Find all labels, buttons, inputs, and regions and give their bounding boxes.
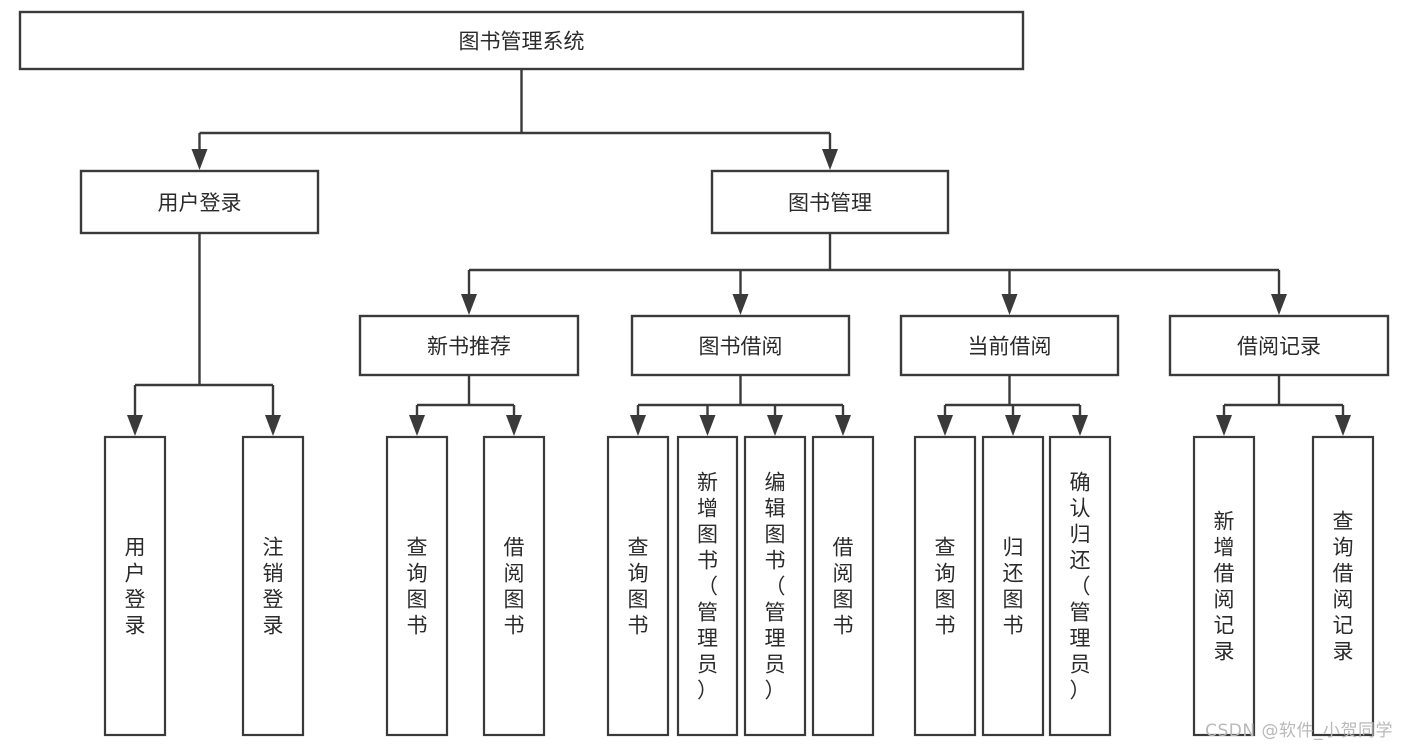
node-box[interactable] — [1311, 435, 1375, 737]
node-box[interactable] — [606, 435, 670, 737]
node-box[interactable] — [385, 435, 449, 737]
node-leaf-borrow-book-recommend[interactable]: 借阅图书 — [482, 435, 546, 737]
node-book-borrow[interactable]: 图书借阅 — [630, 314, 851, 377]
arrow-head-icon — [732, 294, 749, 315]
connector-group-book-borrow — [630, 375, 851, 436]
connector-group-book-manage — [461, 233, 1287, 315]
node-box[interactable] — [981, 435, 1045, 737]
node-box[interactable] — [1192, 435, 1256, 737]
node-label: 图书借阅 — [699, 335, 783, 359]
node-label: 查询图书 — [407, 535, 428, 637]
node-box[interactable] — [676, 435, 739, 737]
node-leaf-query-borrow-record[interactable]: 查询借阅记录 — [1311, 435, 1375, 737]
arrow-head-icon — [1072, 415, 1088, 436]
node-new-book-recommend[interactable]: 新书推荐 — [358, 314, 580, 377]
arrow-head-icon — [265, 415, 281, 436]
arrow-head-icon — [822, 149, 838, 170]
node-box[interactable] — [899, 314, 1120, 377]
node-box[interactable] — [913, 435, 977, 737]
node-leaf-query-book-current[interactable]: 查询图书 — [913, 435, 977, 737]
node-label: 新书推荐 — [427, 335, 511, 359]
node-box[interactable] — [630, 314, 851, 377]
node-label: 借阅记录 — [1237, 335, 1321, 359]
node-label: 新增借阅记录 — [1214, 509, 1235, 663]
node-box[interactable] — [358, 314, 580, 377]
node-label: 注销登录 — [263, 535, 284, 637]
node-label: 确认归还（管理员） — [1070, 470, 1091, 702]
arrow-head-icon — [461, 294, 477, 315]
node-book-manage[interactable]: 图书管理 — [710, 169, 950, 235]
arrow-head-icon — [506, 415, 522, 436]
node-leaf-borrow-book[interactable]: 借阅图书 — [811, 435, 875, 737]
node-label: 图书管理系统 — [459, 30, 585, 54]
arrow-head-icon — [1335, 415, 1351, 436]
node-label: 借阅图书 — [504, 535, 525, 637]
arrow-head-icon — [767, 415, 783, 436]
node-label: 用户登录 — [158, 191, 242, 215]
node-leaf-user-login[interactable]: 用户登录 — [103, 435, 167, 737]
node-user-login[interactable]: 用户登录 — [79, 169, 320, 235]
connector-group-user-login — [127, 233, 281, 436]
arrow-head-icon — [1005, 415, 1021, 436]
connector-layer — [127, 69, 1351, 436]
arrow-head-icon — [1271, 294, 1287, 315]
arrow-head-icon — [937, 415, 953, 436]
node-label: 借阅图书 — [833, 535, 854, 637]
node-box[interactable] — [241, 435, 305, 737]
node-box[interactable] — [811, 435, 875, 737]
arrow-head-icon — [630, 415, 646, 436]
node-box[interactable] — [79, 169, 320, 235]
node-leaf-add-book-admin[interactable]: 新增图书（管理员） — [676, 435, 739, 737]
node-label: 当前借阅 — [968, 335, 1052, 359]
node-label: 查询图书 — [628, 535, 649, 637]
node-leaf-edit-book-admin[interactable]: 编辑图书（管理员） — [743, 435, 807, 737]
arrow-head-icon — [191, 149, 208, 170]
node-label: 归还图书 — [1003, 535, 1024, 637]
node-box[interactable] — [1168, 314, 1390, 377]
node-label: 编辑图书（管理员） — [765, 470, 786, 702]
node-label: 图书管理 — [788, 191, 872, 215]
node-leaf-query-book-recommend[interactable]: 查询图书 — [385, 435, 449, 737]
connector-group-new-book-recommend — [409, 375, 522, 436]
node-box[interactable] — [743, 435, 807, 737]
node-borrow-record[interactable]: 借阅记录 — [1168, 314, 1390, 377]
node-root[interactable]: 图书管理系统 — [18, 10, 1025, 71]
node-leaf-return-book[interactable]: 归还图书 — [981, 435, 1045, 737]
node-box[interactable] — [103, 435, 167, 737]
connector-group-current-borrow — [937, 375, 1088, 436]
arrow-head-icon — [409, 415, 425, 436]
node-current-borrow[interactable]: 当前借阅 — [899, 314, 1120, 377]
node-box[interactable] — [482, 435, 546, 737]
node-label: 新增图书（管理员） — [697, 470, 718, 702]
node-leaf-logout-login[interactable]: 注销登录 — [241, 435, 305, 737]
node-label: 用户登录 — [125, 535, 146, 637]
node-leaf-query-book-borrow[interactable]: 查询图书 — [606, 435, 670, 737]
node-box[interactable] — [710, 169, 950, 235]
node-layer: 图书管理系统用户登录图书管理新书推荐图书借阅当前借阅借阅记录用户登录注销登录查询… — [18, 10, 1390, 737]
connector-group-root — [191, 69, 838, 170]
node-label: 查询图书 — [935, 535, 956, 637]
arrow-head-icon — [1216, 415, 1232, 436]
node-box[interactable] — [1048, 435, 1112, 737]
arrow-head-icon — [699, 415, 716, 436]
node-label: 查询借阅记录 — [1333, 509, 1354, 663]
arrow-head-icon — [835, 415, 851, 436]
arrow-head-icon — [127, 415, 143, 436]
node-leaf-add-borrow-record[interactable]: 新增借阅记录 — [1192, 435, 1256, 737]
arrow-head-icon — [1001, 294, 1018, 315]
node-box[interactable] — [18, 10, 1025, 71]
connector-group-borrow-record — [1216, 375, 1351, 436]
node-leaf-confirm-return-admin[interactable]: 确认归还（管理员） — [1048, 435, 1112, 737]
